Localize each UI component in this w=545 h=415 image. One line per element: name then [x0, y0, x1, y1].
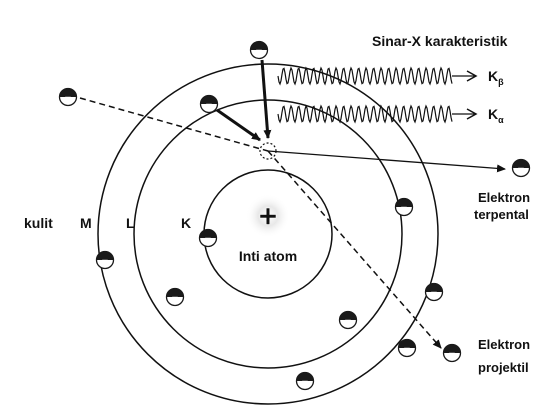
nucleus-label: Inti atom: [239, 248, 297, 264]
electron-m-right: −: [424, 282, 444, 302]
diagram-title: Sinar-X karakteristik: [372, 33, 508, 49]
k-alpha-xray-wave: [277, 104, 453, 124]
projectile-electron-label-2: projektil: [478, 360, 529, 375]
electron-k-left: −: [198, 228, 218, 248]
projectile-electron-incoming: −: [58, 87, 78, 107]
electron-m-bottom: −: [295, 371, 315, 391]
shell-m-label: M: [80, 215, 92, 231]
projectile-path-in: [79, 97, 269, 152]
electron-l-top-symbol: −: [206, 99, 212, 111]
shell-k-label: K: [181, 215, 191, 231]
transition-arrow-m-to-k: [260, 59, 272, 139]
k-beta-xray-wave: [277, 66, 453, 86]
electron-l-bottom-right: −: [338, 310, 358, 330]
electron-m-top: −: [249, 40, 269, 60]
projectile-electron-incoming-symbol: −: [65, 92, 71, 104]
electron-l-bottom-left-symbol: −: [172, 292, 178, 304]
electron-l-right: −: [394, 197, 414, 217]
electrons: − − − − − − − − − − − − −: [58, 40, 531, 391]
k-alpha-label: Kα: [488, 106, 504, 125]
electron-m-right-symbol: −: [431, 287, 437, 299]
projectile-electron-label-1: Elektron: [478, 337, 530, 352]
electron-m-bottom-right-symbol: −: [404, 343, 410, 355]
transition-arrow-l-to-k: [216, 108, 261, 142]
projectile-path-out: [267, 150, 442, 349]
shell-l-label: L: [126, 215, 135, 231]
electron-k-left-symbol: −: [205, 233, 211, 245]
electron-l-right-symbol: −: [401, 202, 407, 214]
k-beta-label: Kβ: [488, 68, 504, 87]
electron-l-bottom-right-symbol: −: [345, 315, 351, 327]
ejected-electron-label-1: Elektron: [478, 190, 530, 205]
shell-prefix-label: kulit: [24, 215, 53, 231]
shell-m-orbit: [97, 63, 439, 405]
electron-l-bottom-left: −: [165, 287, 185, 307]
projectile-electron-outgoing: −: [442, 343, 462, 363]
electron-m-left-symbol: −: [102, 255, 108, 267]
electron-l-top: −: [199, 94, 219, 114]
ejected-electron-path: [267, 150, 506, 173]
nucleus: [246, 194, 290, 238]
electron-m-top-symbol: −: [256, 45, 262, 57]
electron-m-bottom-right: −: [397, 338, 417, 358]
electron-m-bottom-symbol: −: [302, 376, 308, 388]
electron-m-left: −: [95, 250, 115, 270]
shell-l-orbit: [133, 99, 403, 369]
ejected-electron-label-2: terpental: [474, 207, 529, 222]
ejected-electron: −: [511, 158, 531, 178]
ejected-electron-symbol: −: [518, 163, 524, 175]
nucleus-symbol: +: [259, 198, 278, 234]
projectile-electron-outgoing-symbol: −: [449, 348, 455, 360]
